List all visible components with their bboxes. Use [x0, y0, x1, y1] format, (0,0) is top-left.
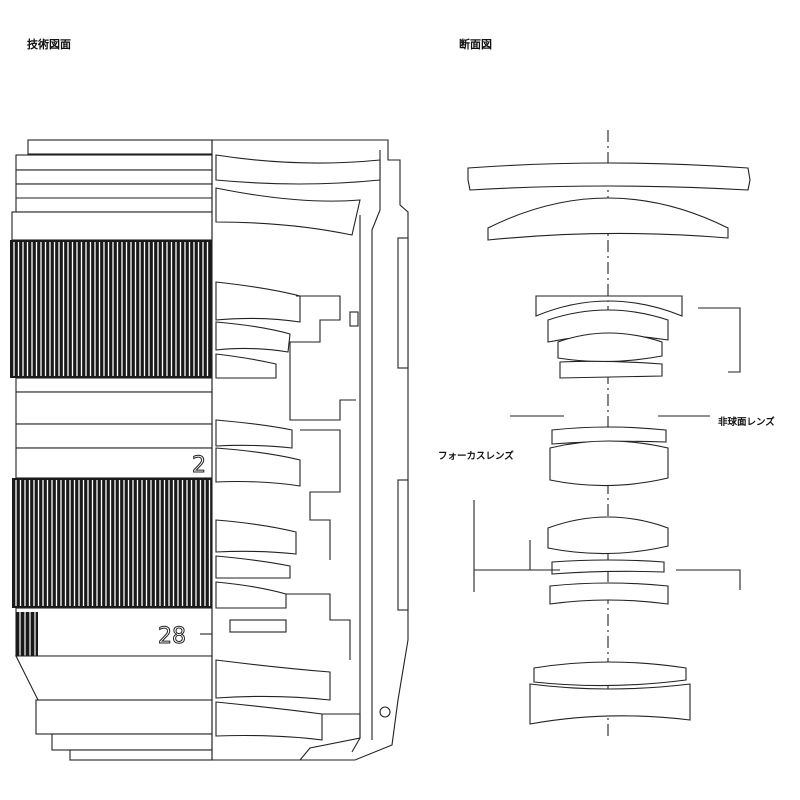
mid-ring: [15, 391, 213, 425]
cross-section-title: 断面図: [459, 38, 492, 51]
scale-ring: [15, 423, 213, 449]
zoom-grip: [10, 240, 212, 378]
cut-group2-a: [215, 281, 301, 323]
focal-mark-large: 28: [158, 624, 186, 649]
mount-flange: [69, 749, 213, 761]
technical-drawing-title: 技術図面: [27, 38, 71, 51]
second-element: [487, 197, 729, 241]
cut-focus-a: [215, 419, 293, 449]
rear-element-1: [533, 661, 687, 687]
g4-element-1: [547, 516, 669, 555]
cut-rear-a: [215, 659, 331, 701]
mid-band: [15, 377, 213, 393]
focus-lens-label: フォーカスレンズ: [438, 451, 514, 462]
g2-element-1: [535, 295, 683, 317]
g2-element-3: [557, 332, 663, 363]
aspheric-lens-label: 非球面レンズ: [718, 417, 775, 428]
cut-group2-b: [215, 321, 291, 353]
lens-mount: [51, 733, 213, 751]
mount-ridges: [16, 612, 38, 656]
lens-exterior: 2 28: [10, 139, 213, 761]
front-rim: [27, 139, 213, 155]
focal-mark-small: 2: [192, 453, 206, 478]
rear-element-2: [529, 683, 691, 725]
focus-bracket: [474, 540, 531, 571]
rear-ring: [35, 699, 213, 735]
grip-section-upper: [397, 237, 409, 369]
front-element: [467, 162, 751, 191]
cut-front-element: [215, 154, 381, 185]
g2-element-4: [559, 360, 663, 379]
lens-cutaway: [212, 139, 409, 761]
focus-grip-ridges: [15, 480, 211, 606]
focus-element: [549, 440, 669, 487]
cut-group4-a: [215, 519, 297, 555]
g4-element-3: [549, 582, 669, 605]
lens-cross-section: [467, 130, 751, 740]
cut-group2-c: [215, 353, 277, 379]
focus-bracket-right: [676, 569, 741, 590]
filter-ring: [15, 169, 213, 185]
cut-second-element: [215, 187, 361, 236]
zoom-grip-ridges: [13, 242, 209, 376]
zoom-ring-front: [11, 211, 213, 241]
grip-section-lower: [397, 479, 409, 611]
cut-group4-b: [215, 555, 291, 579]
rear-taper: [15, 655, 213, 701]
focus-grip: [12, 478, 212, 608]
cut-rear-b: [215, 701, 323, 741]
g4-element-2: [551, 559, 665, 575]
cut-focus-b: [215, 447, 301, 487]
cut-group4-c: [215, 581, 287, 609]
focal-mark-ring: [15, 447, 213, 479]
group-bracket: [698, 307, 741, 373]
front-band: [15, 154, 213, 171]
